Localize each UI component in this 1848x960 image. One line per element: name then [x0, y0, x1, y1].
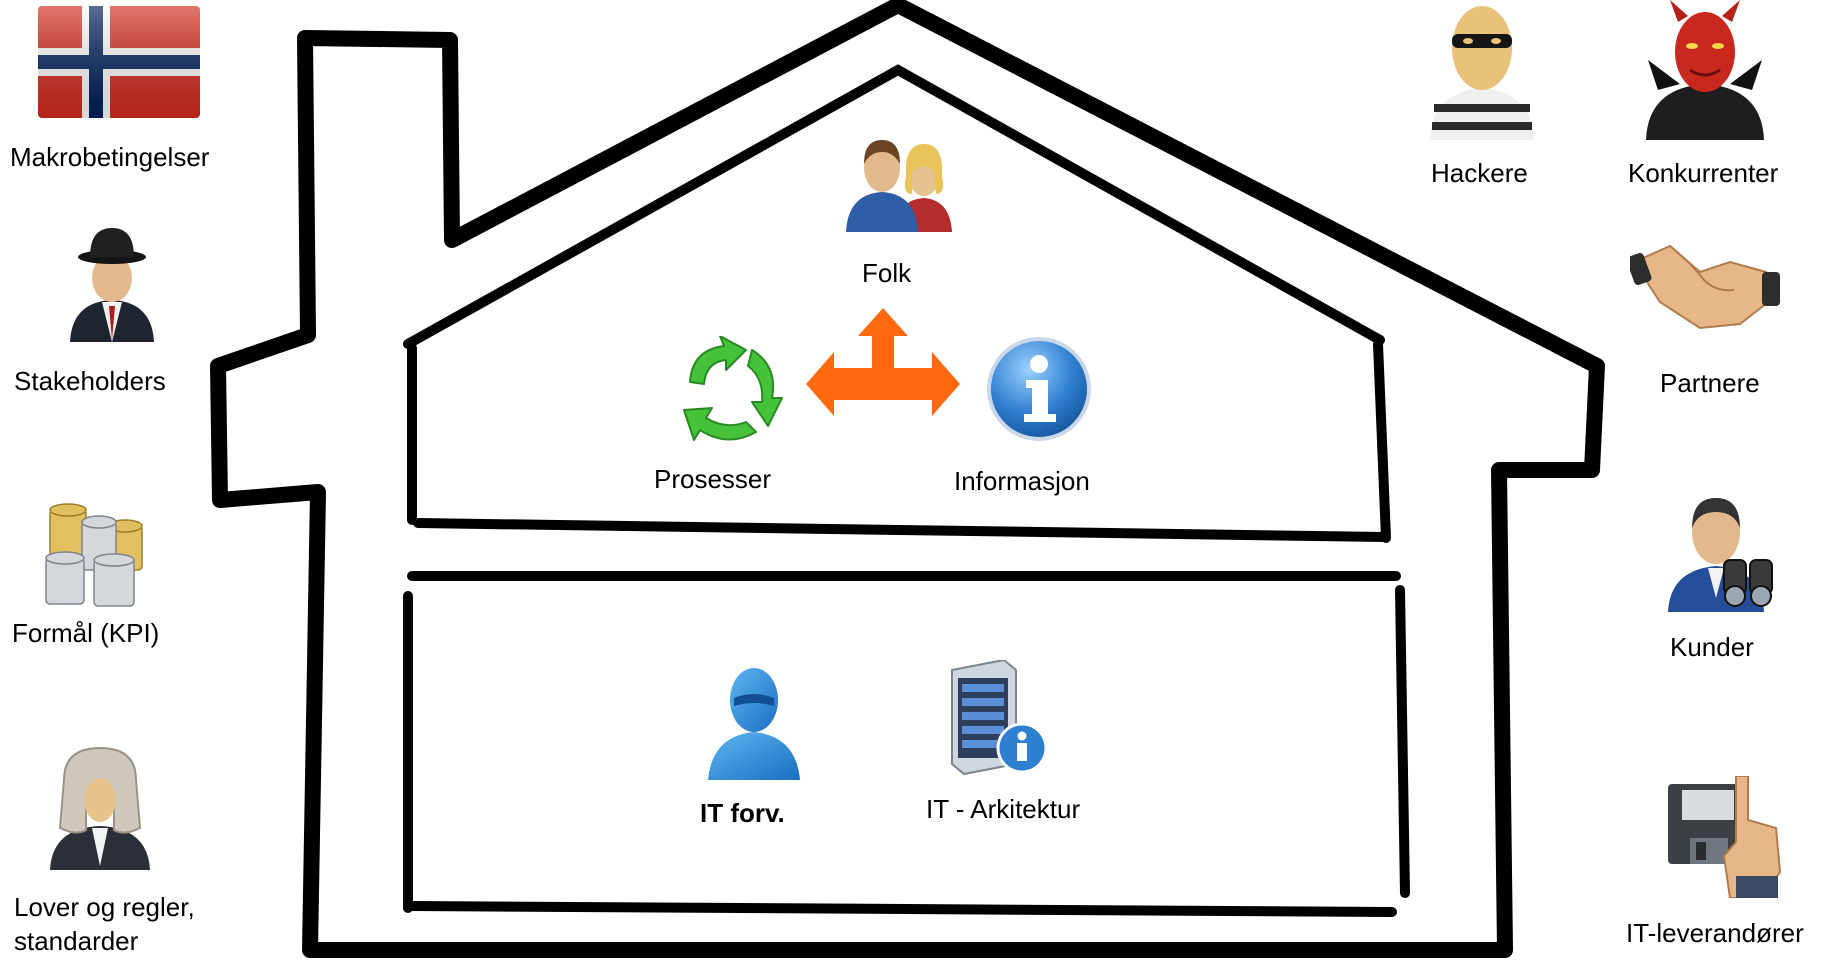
people-couple-icon [846, 140, 952, 232]
judge-wig-icon [50, 746, 150, 870]
devil-icon [1646, 0, 1764, 140]
server-info-icon [951, 660, 1048, 776]
label-macro-conditions: Makrobetingelser [10, 142, 210, 172]
label-purpose-kpi: Formål (KPI) [12, 618, 160, 648]
label-people: Folk [862, 258, 912, 288]
recycle-arrows-icon [683, 336, 783, 441]
handshake-icon [1630, 244, 1780, 330]
floppy-disk-hand-icon [1668, 776, 1782, 898]
three-way-arrow-icon [806, 308, 960, 416]
label-partners: Partnere [1660, 368, 1760, 398]
it-floor-outline [403, 571, 1410, 917]
burglar-icon [1430, 6, 1534, 140]
label-processes: Prosesser [654, 464, 772, 494]
label-laws-line1: Lover og regler, [14, 892, 195, 922]
label-competitors: Konkurrenter [1628, 158, 1779, 188]
label-hackers: Hackere [1431, 158, 1528, 188]
label-information: Informasjon [954, 466, 1090, 496]
label-stakeholders: Stakeholders [14, 366, 166, 396]
label-it-architecture: IT - Arkitektur [926, 794, 1081, 824]
norway-flag-icon [38, 6, 200, 118]
blue-person-icon [708, 668, 800, 780]
person-binoculars-icon [1668, 498, 1773, 612]
label-customers: Kunder [1670, 632, 1754, 662]
coin-stacks-icon [45, 503, 143, 607]
business-floor-outline [403, 64, 1391, 543]
label-it-suppliers: IT-leverandører [1626, 918, 1804, 948]
information-icon [987, 337, 1091, 441]
label-it-governance: IT forv. [700, 798, 785, 828]
house-outer-outline [210, 0, 1605, 958]
businessman-bowler-hat-icon [70, 228, 154, 342]
label-laws-line2: standarder [14, 926, 139, 956]
